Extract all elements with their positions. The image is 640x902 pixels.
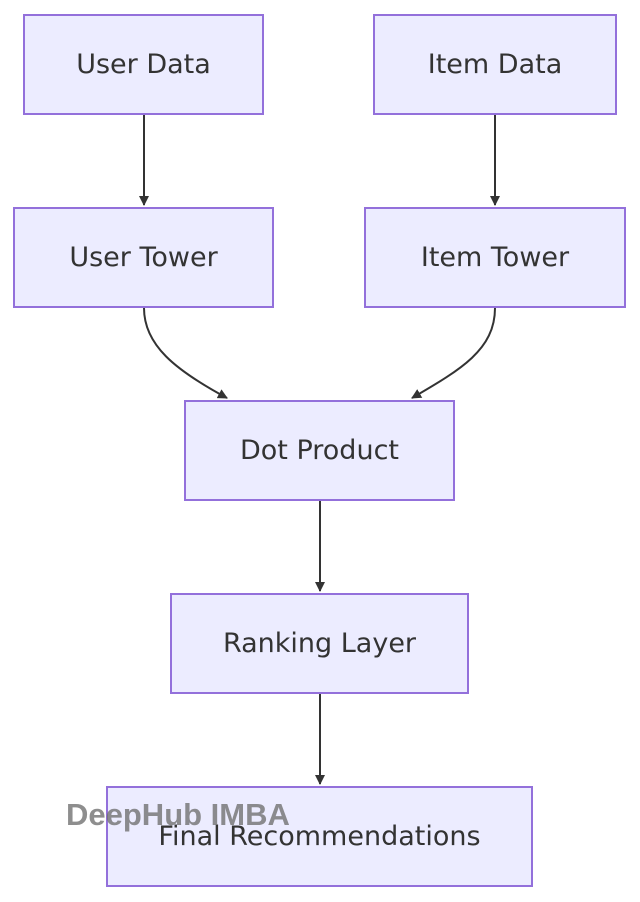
node-dot-product-label: Dot Product	[240, 435, 399, 466]
node-ranking-layer-label: Ranking Layer	[222, 628, 417, 659]
node-final-recommendations: Final Recommendations	[106, 786, 533, 887]
node-final-recommendations-label: Final Recommendations	[158, 821, 481, 852]
node-item-data: Item Data	[373, 14, 617, 115]
edge-user-tower-to-dot-product	[143, 307, 228, 399]
node-item-tower-label: Item Tower	[420, 242, 570, 273]
node-dot-product: Dot Product	[184, 400, 455, 501]
node-user-tower-label: User Tower	[69, 242, 218, 273]
node-user-data-label: User Data	[76, 49, 211, 80]
node-user-tower: User Tower	[13, 207, 274, 308]
node-item-tower: Item Tower	[364, 207, 626, 308]
node-user-data: User Data	[23, 14, 264, 115]
node-ranking-layer: Ranking Layer	[170, 593, 469, 694]
watermark-text: DeepHub IMBA	[66, 797, 290, 832]
node-item-data-label: Item Data	[427, 49, 563, 80]
edge-item-tower-to-dot-product	[411, 307, 496, 399]
